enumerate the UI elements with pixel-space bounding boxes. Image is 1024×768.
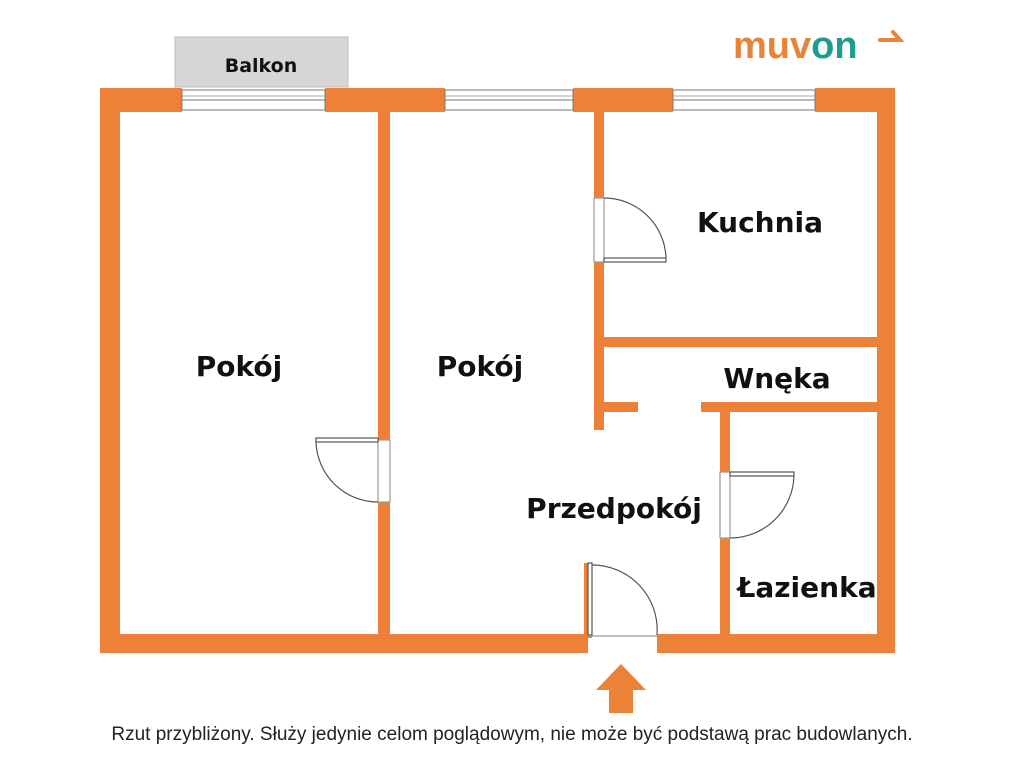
windows	[181, 89, 816, 111]
walls	[100, 88, 895, 653]
window-kitchen	[672, 89, 816, 111]
room-labels: Pokój Pokój Kuchnia Wnęka Przedpokój Łaz…	[196, 206, 877, 604]
window-middle	[444, 89, 574, 111]
balcony-label: Balkon	[225, 55, 298, 77]
muvon-logo: muvon	[733, 25, 905, 67]
balcony: Balkon	[174, 36, 349, 88]
arrow-up-icon	[596, 664, 646, 713]
logo-accent-icon	[878, 30, 905, 42]
disclaimer-text: Rzut przybliżony. Służy jedynie celom po…	[111, 724, 913, 745]
room-label-middle: Pokój	[437, 350, 523, 383]
room-label-kitchen: Kuchnia	[697, 206, 823, 239]
logo-text-part-2: on	[811, 25, 857, 67]
logo-text-part-1: muv	[733, 25, 811, 67]
door-bathroom	[719, 471, 795, 539]
door-left-room	[315, 437, 391, 503]
room-label-left: Pokój	[196, 350, 282, 383]
logo-text: muvon	[733, 25, 858, 67]
room-label-bathroom: Łazienka	[735, 571, 876, 604]
doors	[315, 197, 795, 637]
door-kitchen	[593, 197, 667, 263]
window-balcony	[181, 89, 326, 111]
room-label-hallway: Przedpokój	[526, 492, 702, 525]
room-label-alcove: Wnęka	[723, 362, 830, 395]
door-entrance	[587, 562, 658, 637]
